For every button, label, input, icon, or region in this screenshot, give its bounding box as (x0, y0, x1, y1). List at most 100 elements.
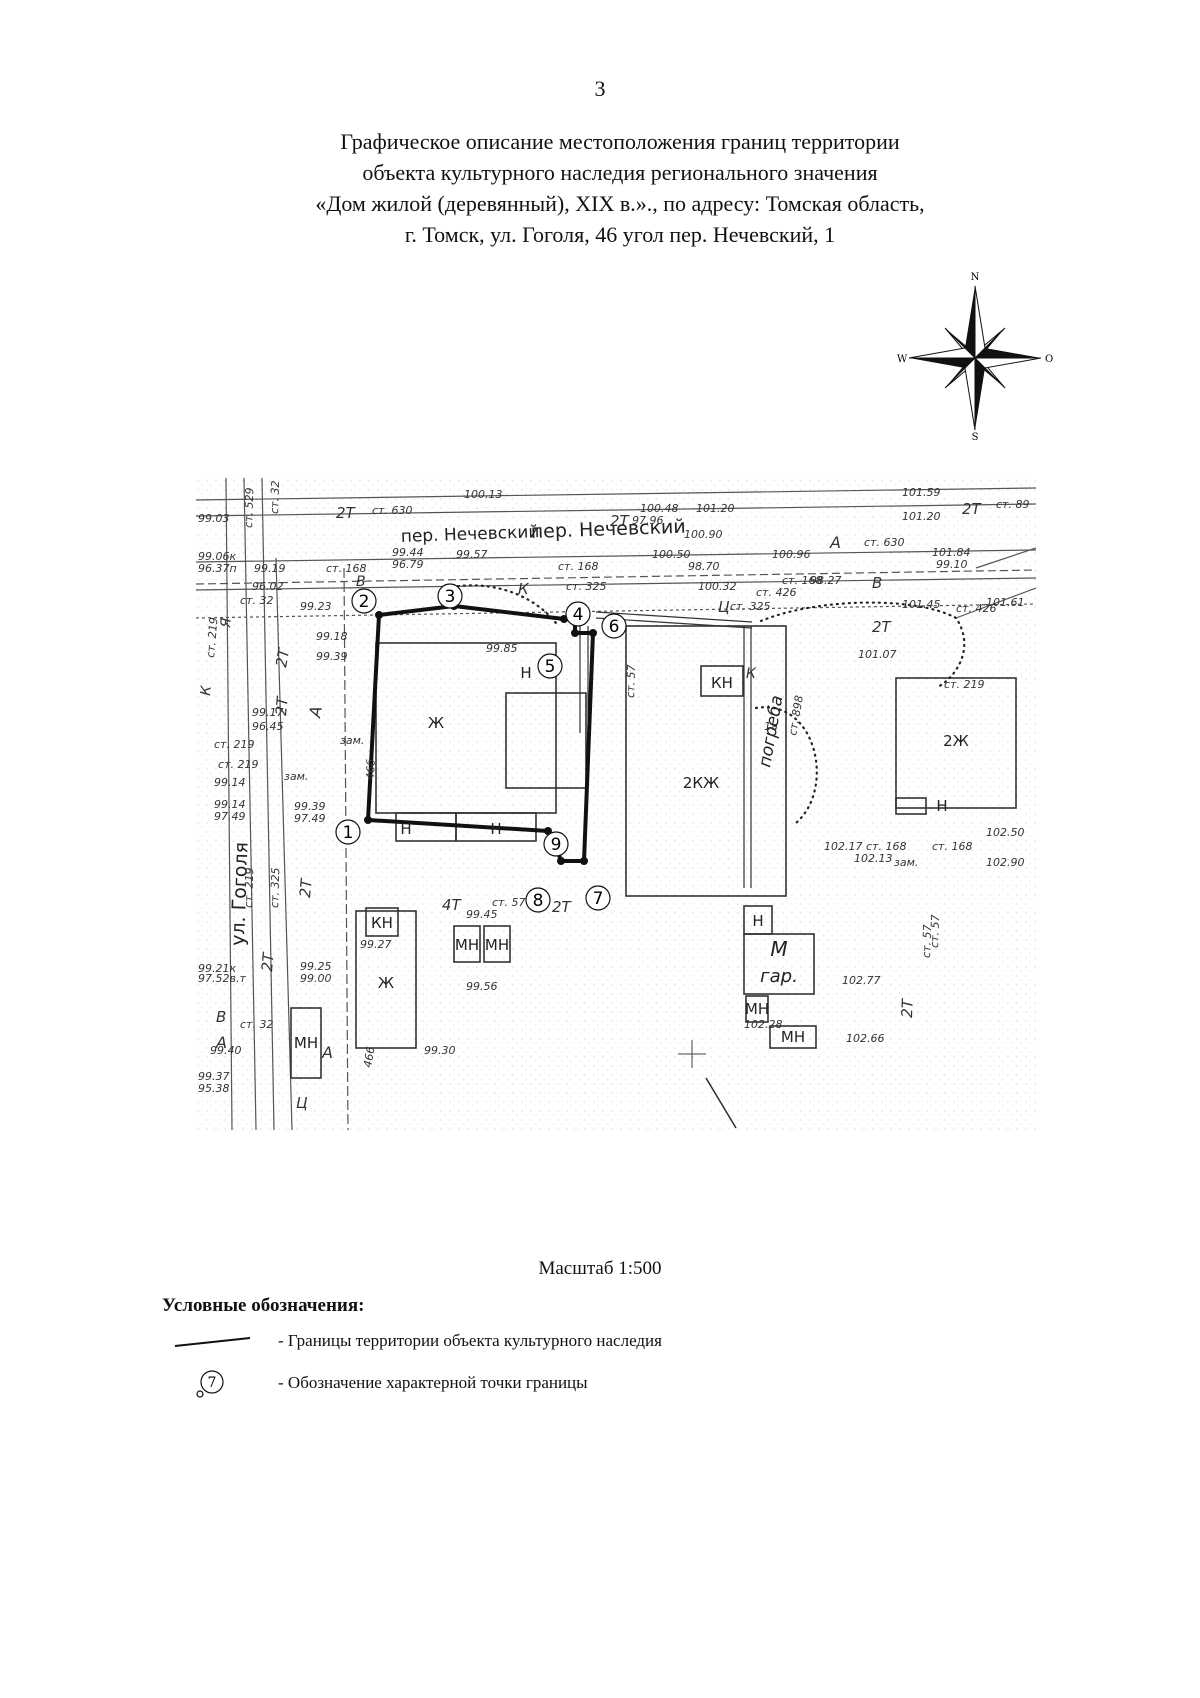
svg-text:99.10: 99.10 (936, 558, 968, 571)
title-line-4: г. Томск, ул. Гоголя, 46 угол пер. Нечев… (404, 222, 836, 247)
building-zh-bottom (355, 910, 417, 1049)
svg-text:Я: Я (218, 617, 235, 629)
street-gogol: ул. Гоголя (227, 842, 253, 947)
svg-text:2Т: 2Т (898, 997, 917, 1018)
svg-text:зам.: зам. (894, 856, 918, 869)
svg-text:3: 3 (445, 587, 456, 607)
building-mn-1 (453, 925, 481, 963)
svg-text:102.13: 102.13 (854, 852, 893, 865)
svg-text:ст. 325: ст. 325 (730, 600, 770, 613)
svg-text:97.52в.т: 97.52в.т (198, 972, 246, 985)
svg-text:ст. 57: ст. 57 (928, 914, 942, 948)
building-mn-3 (745, 995, 769, 1023)
svg-text:ст. 32: ст. 32 (240, 594, 273, 607)
building-mn-4 (769, 1025, 817, 1049)
boundary-point-5: 5 (537, 653, 563, 679)
boundary-point-2: 2 (351, 588, 377, 614)
building-label: Н (936, 797, 947, 815)
svg-text:ст. 168: ст. 168 (932, 840, 972, 853)
svg-text:101.84: 101.84 (932, 546, 971, 559)
svg-text:В: В (216, 1008, 226, 1026)
svg-text:101.20: 101.20 (902, 510, 941, 523)
svg-text:2Т: 2Т (962, 500, 983, 518)
svg-text:97.96: 97.96 (632, 514, 664, 527)
svg-text:А: А (829, 533, 841, 552)
svg-text:97.49: 97.49 (214, 810, 246, 823)
building-mn-2 (483, 925, 511, 963)
svg-text:99.21к: 99.21к (198, 962, 236, 975)
svg-text:5: 5 (545, 657, 556, 677)
title-line-2: объекта культурного наследия регионально… (362, 160, 878, 185)
title-line-3: «Дом жилой (деревянный), XIX в.»., по ад… (315, 191, 925, 216)
legend-point-text: - Обозначение характерной точки границы (278, 1373, 588, 1392)
svg-text:2Т: 2Т (296, 876, 316, 898)
svg-text:46б: 46б (364, 759, 378, 780)
building-label: КН (371, 914, 393, 932)
map-scale: Масштаб 1:500 (538, 1258, 662, 1279)
svg-text:ст. 57: ст. 57 (492, 896, 525, 909)
building-labels: Ж 2КЖ 2Ж Ж Н Н Н Н КН КН МН МН МН МН МН … (294, 664, 969, 1052)
svg-text:100.48: 100.48 (640, 502, 679, 515)
building-label: Н (490, 820, 501, 838)
svg-text:102.17: 102.17 (824, 840, 863, 853)
svg-text:9: 9 (551, 835, 562, 855)
legend-item-point: 7 - Обозначение характерной точки границ… (170, 1368, 870, 1402)
building-h-right (895, 797, 927, 815)
svg-text:100.32: 100.32 (698, 580, 737, 593)
svg-text:ст. 426: ст. 426 (756, 586, 796, 599)
svg-text:96.79: 96.79 (392, 558, 424, 571)
svg-text:ст. 57: ст. 57 (920, 924, 934, 958)
svg-text:4: 4 (573, 605, 584, 625)
boundary-point-1: 1 (335, 819, 361, 845)
svg-text:4Т: 4Т (442, 896, 463, 914)
legend-title: Условные обозначения: (162, 1295, 365, 1316)
street-nechevsky-1: пер. Нечевский (400, 522, 539, 547)
svg-text:зам.: зам. (340, 734, 364, 747)
svg-text:98.70: 98.70 (688, 560, 720, 573)
svg-text:2Т: 2Т (610, 512, 631, 530)
boundary-point-4: 4 (565, 601, 591, 627)
boundary-point-9: 9 (543, 831, 569, 857)
svg-text:ст. 32: ст. 32 (240, 1018, 273, 1031)
svg-text:8: 8 (533, 891, 544, 911)
boundary-point-icon: 7 (196, 1370, 224, 1398)
svg-text:101.61: 101.61 (986, 596, 1025, 609)
building-label: М (770, 937, 787, 961)
svg-text:96.45: 96.45 (252, 720, 284, 733)
svg-text:ст. 168: ст. 168 (558, 560, 598, 573)
svg-text:Ц: Ц (718, 598, 730, 616)
building-label: КН (711, 674, 733, 692)
building-label: Ж (378, 974, 394, 992)
svg-text:98.27: 98.27 (810, 574, 842, 587)
svg-text:100.90: 100.90 (684, 528, 723, 541)
svg-text:А: А (321, 1043, 333, 1062)
svg-text:ст. 89: ст. 89 (996, 498, 1029, 511)
svg-text:ст. 219: ст. 219 (214, 738, 254, 751)
svg-text:99.25: 99.25 (300, 960, 332, 973)
svg-text:2Т: 2Т (552, 898, 573, 916)
svg-text:99.57: 99.57 (456, 548, 488, 561)
building-label: МН (455, 936, 479, 954)
svg-text:ст. 168: ст. 168 (782, 574, 822, 587)
building-label: МН (781, 1028, 805, 1046)
svg-text:99.00: 99.00 (300, 972, 332, 985)
svg-text:99.18: 99.18 (316, 630, 348, 643)
building-label: 2КЖ (683, 774, 719, 792)
boundary-point-8: 8 (525, 887, 551, 913)
svg-text:101.07: 101.07 (858, 648, 897, 661)
network-labels: 2Т ст. 630 2Т 2Т ст. 89 ст. 529 ст. 32 с… (198, 480, 1029, 1112)
boundary-point-7: 7 (585, 885, 611, 911)
building-mn-5 (290, 1007, 322, 1079)
legend-point-number: 7 (208, 1375, 217, 1391)
title-line-1: Графическое описание местоположения гран… (340, 129, 900, 154)
building-garage (743, 933, 815, 995)
building-kn-top (700, 665, 744, 697)
building-2kzh (625, 625, 787, 897)
building-label: 2Ж (943, 732, 969, 750)
svg-text:99.40: 99.40 (210, 1044, 242, 1057)
document-title: Графическое описание местоположения гран… (200, 126, 1040, 250)
boundary-point-6: 6 (601, 613, 627, 639)
building-annex (505, 692, 587, 789)
svg-text:2Т: 2Т (272, 645, 293, 668)
svg-text:101.45: 101.45 (902, 598, 941, 611)
